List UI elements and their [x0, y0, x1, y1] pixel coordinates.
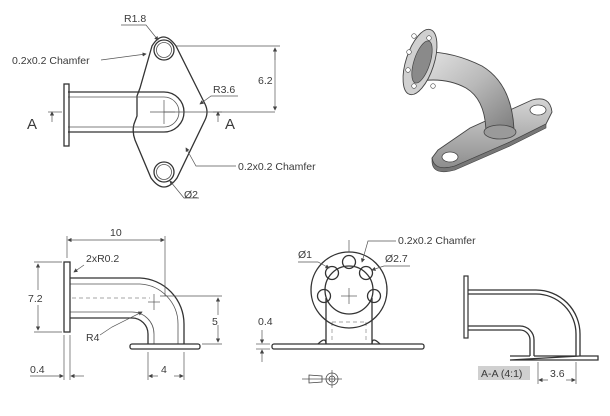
dim-right-height: 5 — [212, 316, 218, 328]
dim-hole: Ø2 — [184, 189, 198, 201]
section-label-right: A — [225, 116, 235, 133]
section-pipe-wall — [468, 289, 581, 356]
side-base-plate — [129, 343, 201, 350]
front-bolt-hole — [324, 265, 340, 281]
front-bolt-hole — [366, 288, 382, 304]
dim-chamfer-front: 0.2x0.2 Chamfer — [398, 235, 476, 247]
front-base-plate — [271, 343, 425, 350]
dim-r-top: R1.8 — [124, 13, 146, 25]
section-end-flange — [463, 275, 469, 339]
front-bolt-hole — [316, 288, 332, 304]
dim-plate-front: 0.4 — [258, 316, 273, 328]
dim-height-top: 6.2 — [258, 75, 273, 87]
front-pipe-body — [325, 298, 373, 344]
front-view: Ø1 0.2x0.2 Chamfer Ø2.7 0.4 — [256, 235, 476, 388]
dim-height-side: 7.2 — [28, 293, 43, 305]
section-title: A-A (4:1) — [481, 368, 522, 380]
top-flange-plate — [132, 36, 208, 188]
front-bolt-hole — [358, 265, 374, 281]
dim-bend-radius: R4 — [86, 332, 100, 344]
projection-symbol-icon — [302, 370, 342, 388]
section-label-left: A — [27, 116, 37, 133]
section-base-plate — [509, 355, 599, 361]
section-view: A-A (4:1) 3.6 — [463, 275, 599, 384]
dim-pcd: Ø2.7 — [385, 253, 408, 265]
dim-small-hole: Ø1 — [298, 249, 312, 261]
dim-base-side: 4 — [161, 364, 167, 376]
dim-radius-pipe: 2xR0.2 — [86, 253, 119, 265]
side-pipe-inner — [70, 317, 149, 344]
top-view: A A R1.8 0.2x0.2 Chamfer 6.2 R3.6 0.2x0.… — [12, 13, 316, 201]
side-view: 10 2xR0.2 7.2 R4 5 0.4 4 — [28, 227, 222, 380]
dim-r-right: R3.6 — [213, 84, 235, 96]
iso-plate-hole-right — [529, 104, 547, 116]
iso-plate-hole-left — [441, 151, 459, 163]
isometric-view — [402, 28, 553, 173]
dim-length-side: 10 — [110, 227, 122, 239]
dim-width-section: 3.6 — [550, 368, 565, 380]
top-hole-lower — [153, 161, 175, 183]
dim-chamfer-bottom: 0.2x0.2 Chamfer — [238, 161, 316, 173]
side-pipe-outer — [70, 277, 185, 344]
side-end-flange — [63, 261, 71, 333]
dim-chamfer-top: 0.2x0.2 Chamfer — [12, 55, 90, 67]
front-bolt-hole — [341, 254, 357, 270]
dim-thickness-side: 0.4 — [30, 364, 45, 376]
top-hole-upper — [153, 39, 175, 61]
top-pipe-flange — [63, 83, 70, 147]
